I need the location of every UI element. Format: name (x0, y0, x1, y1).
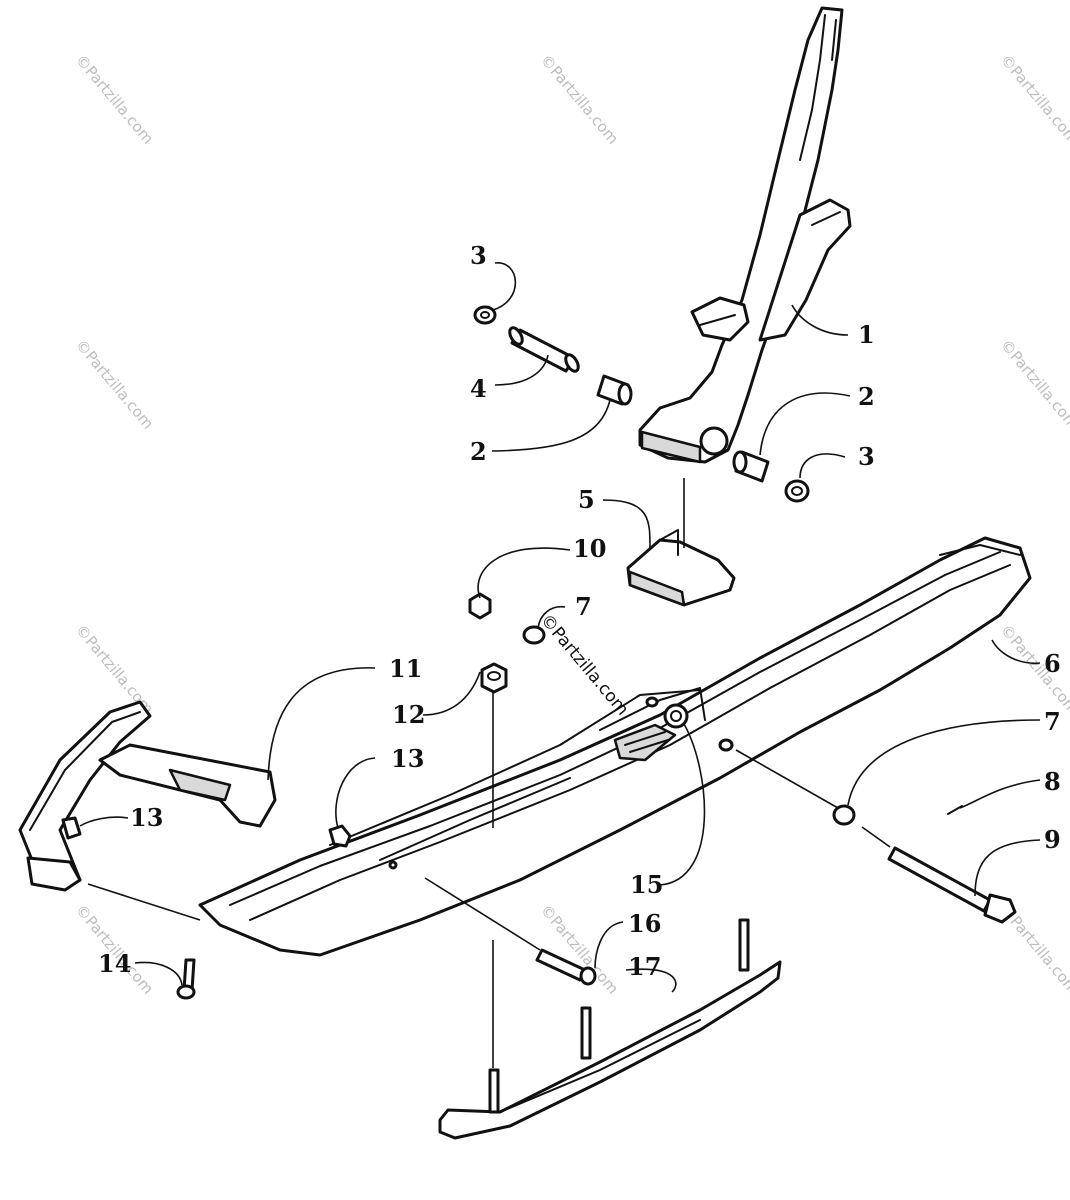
callout-14: 14 (98, 949, 131, 978)
part-nut-13 (61, 816, 352, 848)
callout-9: 9 (1044, 825, 1061, 854)
watermark: ©Partzilla.com (997, 336, 1070, 433)
part-washer-3 (473, 305, 810, 503)
callout-3: 3 (470, 241, 487, 270)
callout-10: 10 (573, 534, 606, 563)
callout-11: 11 (389, 654, 422, 683)
part-washer-7 (522, 625, 856, 826)
callout-16: 16 (628, 909, 661, 938)
watermark: ©Partzilla.com (72, 51, 157, 148)
callout-13: 13 (130, 803, 163, 832)
callout-12: 12 (392, 700, 425, 729)
part-cotter-pin-8 (947, 805, 963, 815)
part-handle (18, 700, 277, 892)
callout-5: 5 (578, 485, 595, 514)
callout-1: 1 (858, 320, 875, 349)
callout-2: 2 (470, 437, 487, 466)
watermark: ©Partzilla.com (997, 51, 1070, 148)
callout-labels: 1 2 2 3 3 4 5 6 7 7 8 9 10 11 12 13 13 1… (98, 241, 1061, 981)
part-bushing-2 (596, 374, 770, 483)
part-screw-14 (176, 958, 196, 1000)
part-washer-15 (663, 703, 689, 729)
watermark: ©Partzilla.com (537, 901, 622, 998)
part-shaft (508, 326, 580, 373)
part-locknut-10 (468, 592, 492, 620)
callout-7: 7 (575, 592, 592, 621)
watermark-center: ©Partzilla.com (536, 610, 632, 719)
part-spindle (638, 6, 852, 464)
part-bolt-9 (887, 846, 1017, 924)
callout-2: 2 (858, 382, 875, 411)
callout-7: 7 (1044, 707, 1061, 736)
part-spacer (626, 529, 736, 607)
part-nut-12 (480, 662, 508, 694)
part-ski (198, 536, 1032, 957)
watermark: ©Partzilla.com (72, 336, 157, 433)
callout-13: 13 (391, 744, 424, 773)
callout-6: 6 (1044, 649, 1061, 678)
leader-lines (79, 262, 1041, 1068)
callout-4: 4 (470, 374, 487, 403)
watermark: ©Partzilla.com (72, 621, 157, 718)
callout-17: 17 (628, 952, 661, 981)
part-wear-bar (438, 918, 782, 1140)
callout-8: 8 (1044, 767, 1061, 796)
callout-3: 3 (858, 442, 875, 471)
part-screw-16 (535, 948, 597, 986)
callout-15: 15 (630, 870, 663, 899)
watermark: ©Partzilla.com (537, 51, 622, 148)
